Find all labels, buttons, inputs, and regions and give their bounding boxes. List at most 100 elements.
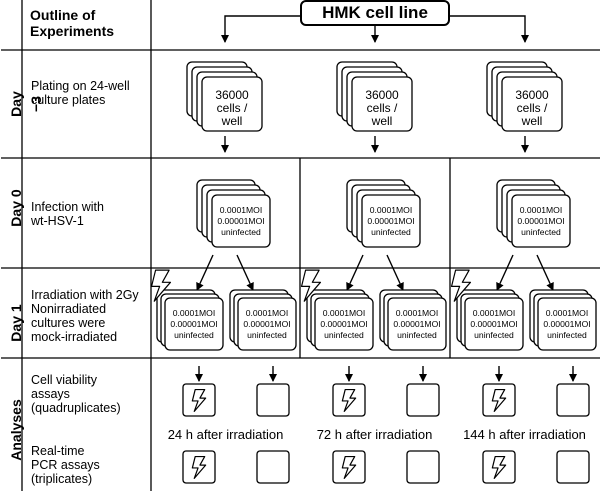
pcr-description: Real-time PCR assays (triplicates) [31,444,100,486]
plating-card-text-line1: 36000 [365,88,399,102]
irradiated-card-layer [164,297,224,351]
split-arrow [236,254,254,291]
plating-card-text-line3: well [221,114,243,128]
empty-square-icon [256,450,290,484]
irradiation-desc-line1: Irradiation with 2Gy [31,288,139,302]
timepoint-caption-72h: 72 h after irradiation [316,427,433,442]
infection-card-text-line3: uninfected [221,227,261,237]
analyses-label: Analyses [8,399,24,461]
irradiated-card-text-line2: 0.00001MOI [320,319,368,329]
plating-card-layer [201,76,263,132]
infection-card-text-line1: 0.0001MOI [519,205,563,215]
infection-card-text-line2: 0.00001MOI [367,216,415,226]
mock-card-text-line3: uninfected [547,330,587,340]
lightning-bolt-icon [341,455,357,479]
irradiated-card-layer [314,297,374,351]
irradiated-card-text-line3: uninfected [324,330,364,340]
viability-desc-line2: assays [31,387,70,401]
plating-card-layer [351,76,413,132]
irradiated-card-text-line2: 0.00001MOI [170,319,218,329]
outline-title-line2: Experiments [30,23,115,39]
irradiated-card-text-line2: 0.00001MOI [470,319,518,329]
viability-desc-line3: (quadruplicates) [31,401,121,415]
irradiation-desc-line4: mock-irradiated [31,330,118,344]
infection-desc-line2: wt-HSV-1 [31,214,84,228]
empty-square-icon [256,383,290,417]
infection-card-layer [511,194,571,248]
mock-card-text-line2: 0.00001MOI [243,319,291,329]
plating-card-text-line2: cells / [366,101,398,115]
infection-card-text-line2: 0.00001MOI [517,216,565,226]
infection-description: Infection with wt-HSV-1 [31,200,104,228]
pcr-desc-line1: Real-time [31,444,85,458]
timepoint-caption-144h: 144 h after irradiation [463,427,586,442]
empty-square-icon [406,383,440,417]
irradiated-card-text-line1: 0.0001MOI [322,308,366,318]
plating-card-text-line2: cells / [216,101,248,115]
infection-card-text-line1: 0.0001MOI [369,205,413,215]
pcr-desc-line3: (triplicates) [31,472,93,486]
plating-card-text-line1: 36000 [515,88,549,102]
hmk-arrow [221,15,300,43]
viability-desc-line1: Cell viability [31,373,97,387]
lightning-bolt-icon [191,455,207,479]
timepoint-caption-24h: 24 h after irradiation [167,427,284,442]
empty-square-icon [556,383,590,417]
irradiated-card-layer [464,297,524,351]
split-arrow [386,254,404,291]
split-arrow [496,254,514,291]
empty-square-icon [406,450,440,484]
mock-card-text-line3: uninfected [397,330,437,340]
empty-square-icon [556,450,590,484]
mock-card-text-line1: 0.0001MOI [395,308,439,318]
lightning-bolt-icon [491,388,507,412]
mock-card-text-line3: uninfected [247,330,287,340]
infection-desc-line1: Infection with [31,200,104,214]
lightning-bolt-icon [191,388,207,412]
infection-card-layer [211,194,271,248]
plating-desc-line1: Plating on 24-well [31,79,130,93]
lightning-bolt-icon [300,269,322,302]
outline-title-line1: Outline of [30,7,96,23]
irradiated-card-text-line3: uninfected [474,330,514,340]
mock-card-layer [387,297,447,351]
mock-card-text-line2: 0.00001MOI [543,319,591,329]
mock-card-layer [537,297,597,351]
split-arrow [536,254,554,291]
plating-description: Plating on 24-well culture plates [31,79,130,107]
hmk-arrow [450,15,529,43]
mock-card-text-line1: 0.0001MOI [245,308,289,318]
plating-card-text-line3: well [521,114,543,128]
plating-card-layer [501,76,563,132]
infection-card-text-line3: uninfected [521,227,561,237]
irradiated-card-text-line1: 0.0001MOI [172,308,216,318]
mock-card-text-line1: 0.0001MOI [545,308,589,318]
split-arrow [346,254,364,291]
viability-description: Cell viability assays (quadruplicates) [31,373,121,415]
lightning-bolt-icon [491,455,507,479]
irradiated-card-text-line1: 0.0001MOI [472,308,516,318]
irradiated-card-text-line3: uninfected [174,330,214,340]
lightning-bolt-icon [450,269,472,302]
infection-card-text-line1: 0.0001MOI [219,205,263,215]
plating-card-text-line3: well [371,114,393,128]
mock-card-layer [237,297,297,351]
lightning-bolt-icon [341,388,357,412]
irradiation-desc-line3: cultures were [31,316,106,330]
day-minus3-label: Day −3 [8,91,44,117]
split-arrow [196,254,214,291]
